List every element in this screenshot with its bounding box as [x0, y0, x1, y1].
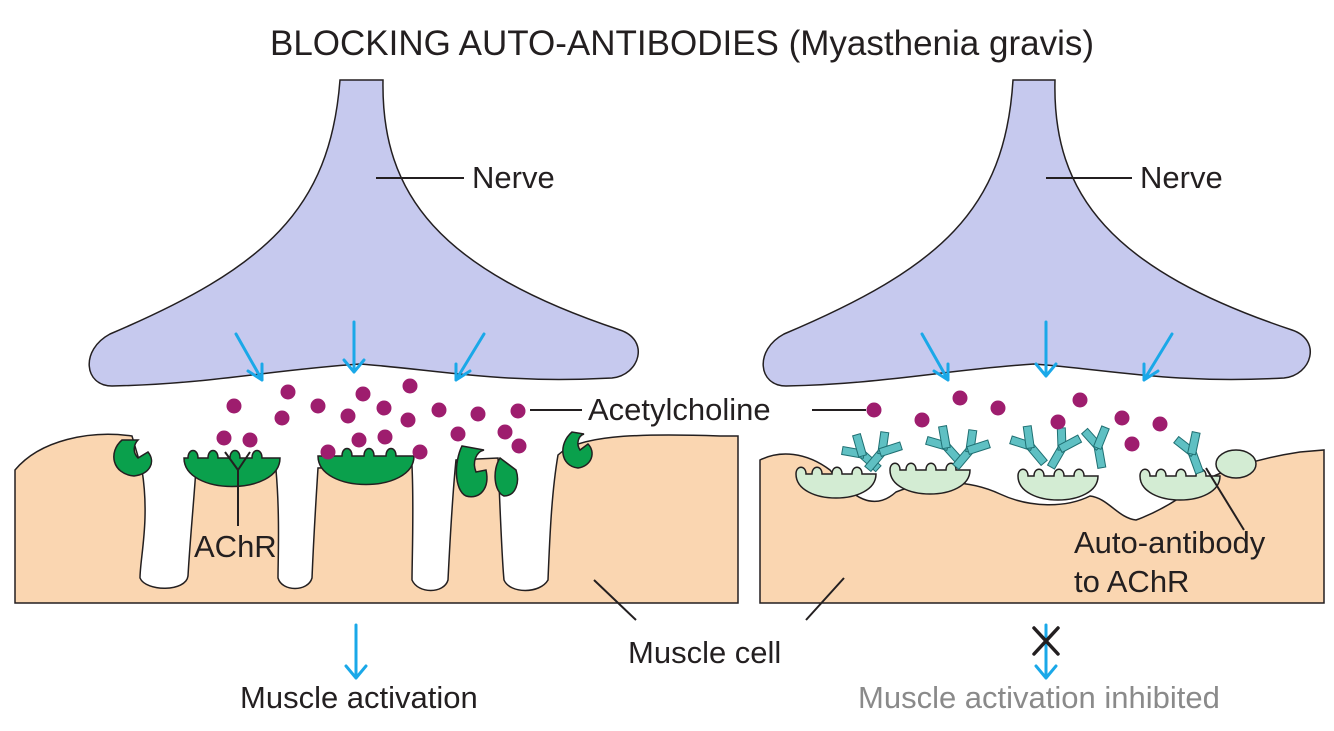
- muscle-cell-label: Muscle cell: [628, 635, 781, 670]
- block-x-icon: [1032, 626, 1060, 656]
- acetylcholine-molecules-left: [216, 378, 527, 460]
- nerve-label-left: Nerve: [472, 160, 555, 195]
- receptor-right-5: [1215, 449, 1257, 479]
- auto-antibody-label-line1: Auto-antibody: [1074, 525, 1266, 560]
- muscle-activation-label: Muscle activation: [240, 680, 478, 715]
- receptor-left-6: [562, 431, 593, 469]
- receptor-left-1: [113, 439, 153, 477]
- receptor-right-3: [1017, 468, 1099, 501]
- acetylcholine-label: Acetylcholine: [588, 392, 771, 427]
- receptor-left-4: [455, 445, 488, 498]
- receptor-left-5: [494, 456, 519, 497]
- diagram-title: BLOCKING AUTO-ANTIBODIES (Myasthenia gra…: [270, 24, 1094, 63]
- nerve-terminal-left: [88, 79, 639, 387]
- acetylcholine-molecules-right: [866, 390, 1168, 452]
- release-arrows-left: [234, 320, 486, 382]
- nerve-label-right: Nerve: [1140, 160, 1223, 195]
- auto-antibody-label-line2: to AChR: [1074, 564, 1189, 599]
- achr-label: AChR: [194, 529, 277, 564]
- leader-lines: [224, 177, 1245, 621]
- inhibited-arrow: [1034, 623, 1058, 680]
- release-arrows-right: [920, 320, 1174, 382]
- activation-arrow: [344, 623, 368, 680]
- nerve-terminal-right: [762, 79, 1311, 387]
- muscle-activation-inhibited-label: Muscle activation inhibited: [858, 680, 1220, 715]
